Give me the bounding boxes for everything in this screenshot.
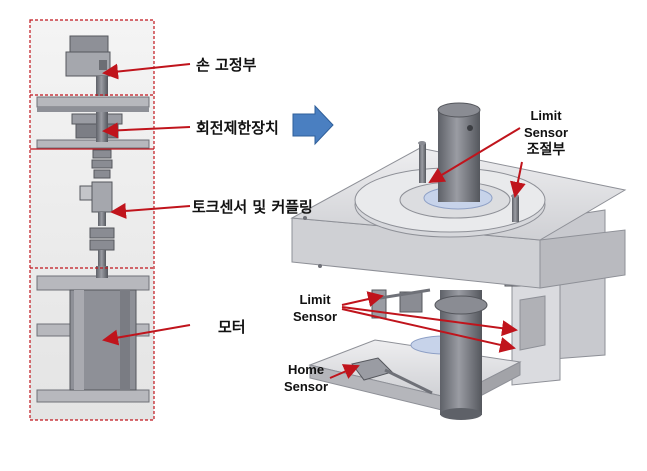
label-torque-sensor-coupling: 토크센서 및 커플링 <box>192 198 313 216</box>
rotation-limiter-drawing <box>36 96 150 149</box>
adjuster-pin-left <box>419 143 426 183</box>
isometric-assembly <box>290 102 627 420</box>
right-arrow-icon <box>292 104 334 146</box>
torque-sensor-drawing <box>79 149 115 266</box>
label-line: Home <box>287 362 325 377</box>
label-line: Sensor <box>292 309 338 324</box>
arrow-home-sensor <box>329 364 360 379</box>
arrow-limit-2 <box>341 306 518 337</box>
label-limit-sensor: Limit Sensor <box>285 291 345 325</box>
arrow-rotation-limiter <box>102 122 191 139</box>
label-line: Limit <box>530 108 562 123</box>
label-motor: 모터 <box>218 318 246 336</box>
arrow-hand-fixture <box>102 63 191 80</box>
arrow-adjuster-right <box>509 161 526 198</box>
label-home-sensor: Home Sensor <box>276 361 336 395</box>
left-label-arrows <box>102 63 191 346</box>
arrow-adjuster-left <box>428 127 521 184</box>
label-line: Limit <box>299 292 331 307</box>
label-limit-sensor-adjuster: Limit Sensor 조절부 <box>516 107 576 158</box>
label-line: 조절부 <box>526 141 566 157</box>
arrow-motor <box>102 324 191 346</box>
arrow-limit-1 <box>341 291 384 307</box>
arrow-limit-3 <box>341 308 516 353</box>
arrow-torque-sensor <box>110 202 191 219</box>
label-hand-fixture: 손 고정부 <box>196 56 257 74</box>
label-line: Sensor <box>523 125 569 140</box>
adjuster-pin-right <box>512 196 519 222</box>
section-borders <box>29 19 155 421</box>
limit-sensor-left <box>371 289 387 319</box>
label-line: Sensor <box>283 379 329 394</box>
label-rotation-limiter: 회전제한장치 <box>196 119 279 137</box>
left-assembly <box>29 19 155 421</box>
right-label-arrows <box>329 127 526 379</box>
